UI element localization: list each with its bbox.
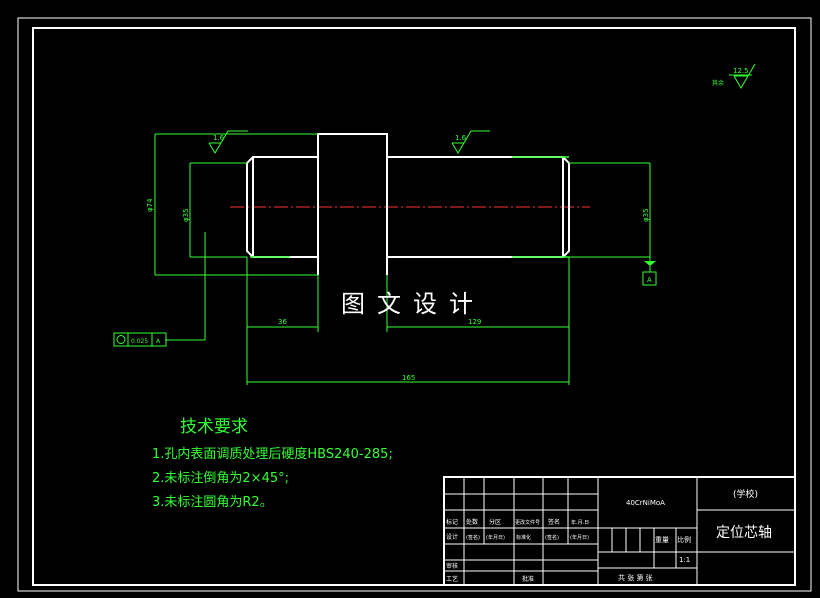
watermark: 图文设计 (341, 290, 485, 318)
row-label-2: 分区 (489, 518, 501, 526)
note-item: 2.未标注倒角为2×45°; (152, 471, 289, 486)
process-label: 工艺 (446, 575, 458, 583)
dimension-texts: 1.6 1.6 12.5 其余 φ74 φ35 φ35 36 129 165 0… (131, 67, 749, 382)
notes-heading: 技术要求 (180, 417, 248, 437)
row-label-5: 年.月.日 (571, 519, 589, 526)
shaft-outline (246, 133, 570, 275)
tolerance-value: 0.025 (131, 338, 148, 345)
row2-label-1: (签名) (466, 534, 480, 541)
row2-label-5: (年月日) (570, 534, 589, 541)
tolerance-frame (113, 271, 657, 347)
roughness-note: 其余 (712, 79, 724, 87)
datum-label: A (647, 276, 652, 284)
scale-value: 1:1 (679, 556, 690, 564)
note-item: 1.孔内表面调质处理后硬度HBS240-285; (152, 447, 393, 462)
dim-dia-right: φ35 (642, 208, 650, 222)
dim-mid: 129 (468, 318, 481, 326)
dimension-lines (154, 133, 651, 385)
roughness-symbols (208, 63, 756, 154)
approve-label: 批准 (522, 575, 534, 583)
row2-label-2: (年月日) (486, 534, 505, 541)
sheet-text: 共 张 第 张 (618, 573, 653, 582)
shaft-dim-marks (250, 156, 569, 258)
datum-triangle (644, 261, 656, 266)
roughness-value-2: 1.6 (455, 134, 467, 142)
school-text: (学校) (733, 488, 758, 500)
roughness-value-main: 12.5 (733, 67, 749, 75)
row-label-4: 签名 (548, 518, 560, 526)
review-label: 审核 (446, 562, 458, 570)
technical-notes: 技术要求 1.孔内表面调质处理后硬度HBS240-285; 2.未标注倒角为2×… (152, 412, 393, 515)
dim-dia-left: φ35 (182, 208, 190, 222)
outer-frame (17, 17, 812, 592)
scale-label: 比例 (677, 535, 691, 544)
part-name: 定位芯轴 (716, 525, 772, 541)
note-item: 3.未标注圆角为R2。 (152, 495, 273, 510)
title-block-texts: 40CrNiMoA (学校) 定位芯轴 比例 重量 1:1 共 张 第 张 标记… (446, 488, 772, 583)
row-label-1: 处数 (466, 518, 478, 526)
title-block-grid (443, 476, 796, 586)
row2-label-0: 设计 (446, 533, 458, 541)
dim-dia-large: φ74 (146, 198, 154, 212)
row2-label-3: 标准化 (516, 534, 531, 541)
inner-frame (32, 27, 796, 586)
row2-label-4: (签名) (545, 534, 559, 541)
roughness-value-1: 1.6 (213, 134, 225, 142)
row-label-3: 更改文件号 (515, 519, 540, 526)
dim-36: 36 (278, 318, 287, 326)
weight-label: 重量 (655, 536, 669, 544)
dim-165: 165 (402, 374, 415, 382)
tolerance-datum-ref: A (156, 338, 161, 345)
row-label-0: 标记 (446, 518, 458, 526)
material-text: 40CrNiMoA (626, 499, 665, 507)
